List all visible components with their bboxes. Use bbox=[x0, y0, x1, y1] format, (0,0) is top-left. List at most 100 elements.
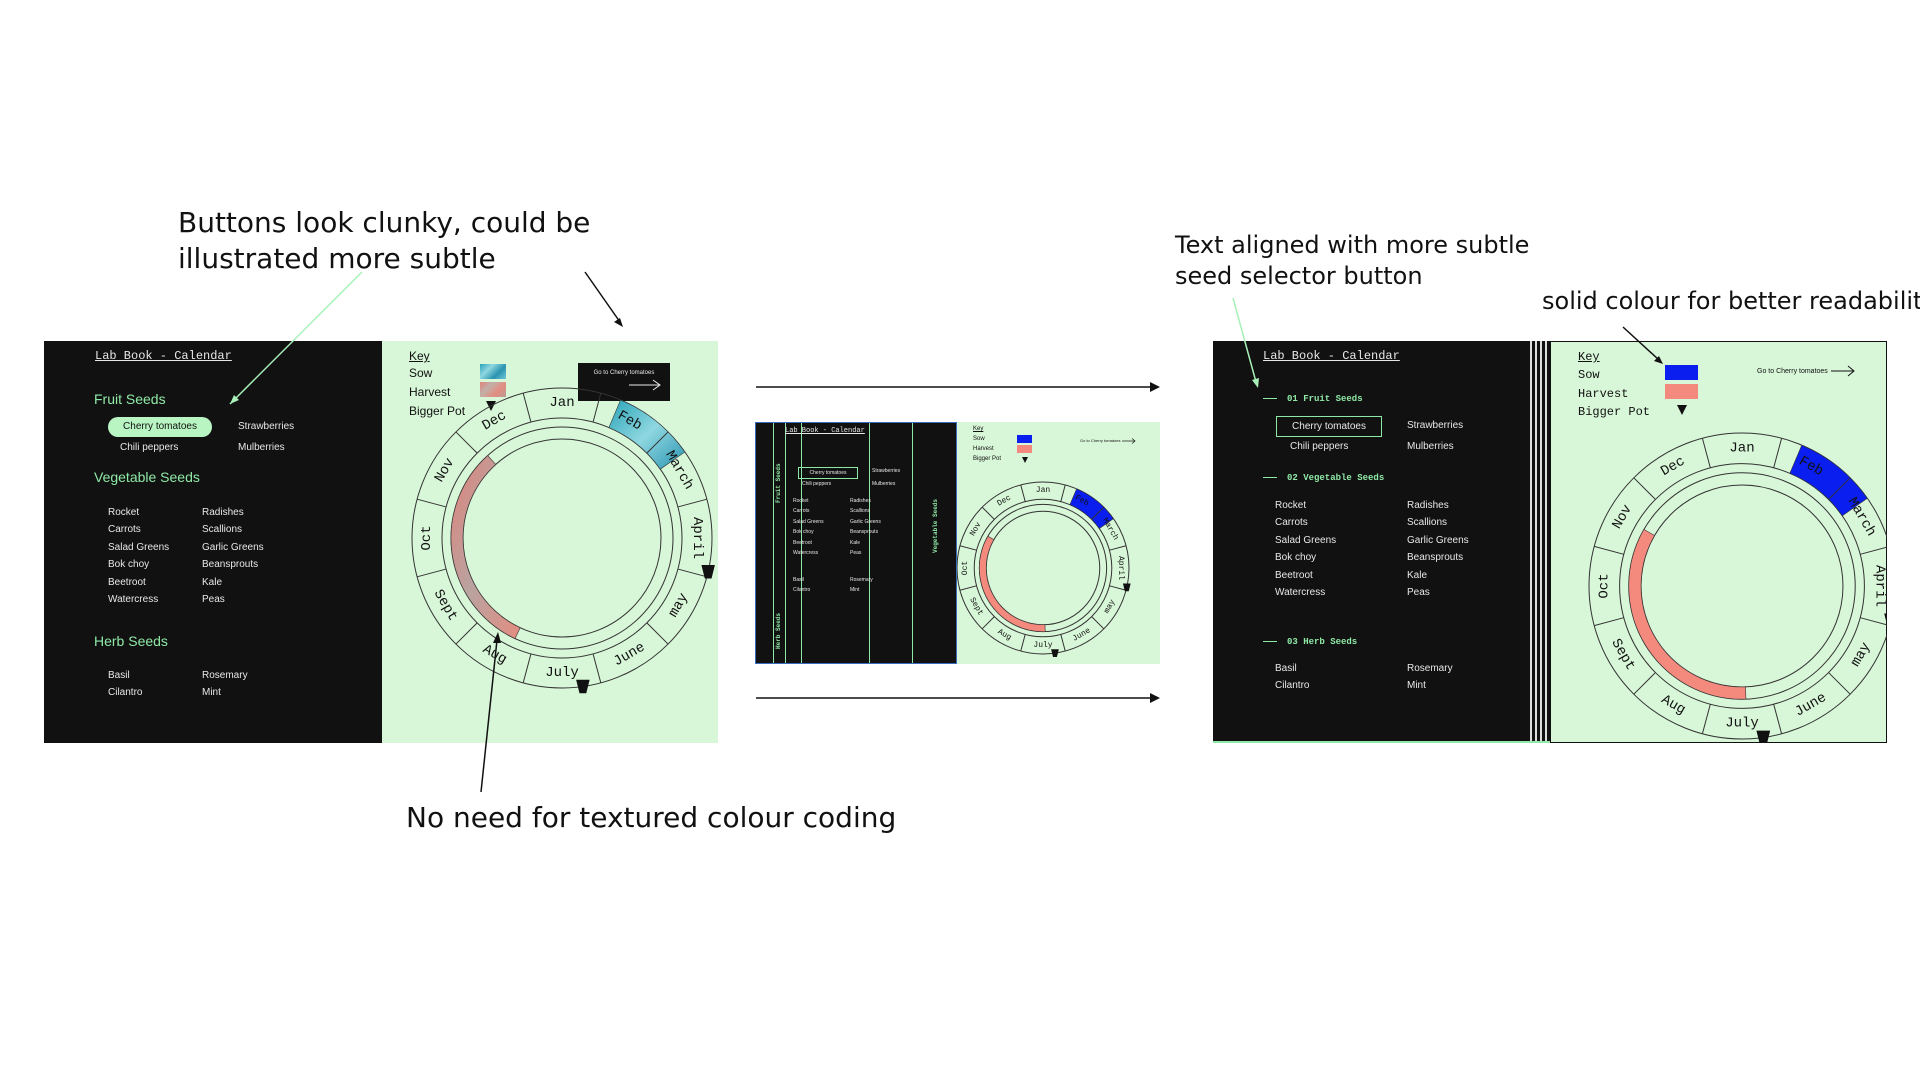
seed-button-strawberries[interactable]: Strawberries bbox=[872, 468, 901, 474]
pot-icon bbox=[1022, 457, 1028, 463]
goto-button[interactable]: Go to Cherry tomatoes bbox=[1080, 438, 1136, 444]
seed-button-cilantro[interactable]: Cilantro bbox=[793, 587, 811, 594]
month-label-march: March bbox=[661, 448, 696, 492]
pot-icon bbox=[1756, 730, 1771, 743]
seed-button-basil[interactable]: Basil bbox=[793, 577, 804, 583]
harvest-arc bbox=[450, 455, 521, 639]
arrow-right-icon bbox=[629, 379, 661, 391]
seed-button-rocket[interactable]: Rocket bbox=[793, 498, 809, 504]
seed-button-kale[interactable]: Kale bbox=[850, 539, 861, 546]
seed-button-bok-choy[interactable]: Bok choy bbox=[1275, 552, 1317, 564]
seed-button-radishes[interactable]: Radishes bbox=[202, 507, 244, 518]
seed-button-chili-peppers[interactable]: Chili peppers bbox=[802, 481, 832, 487]
seed-button-carrots[interactable]: Carrots bbox=[108, 524, 141, 536]
seed-button-beansprouts[interactable]: Beansprouts bbox=[1407, 552, 1464, 564]
annotation-solid-colour: solid colour for better readability bbox=[1542, 287, 1920, 315]
seed-button-bok-choy[interactable]: Bok choy bbox=[108, 559, 150, 571]
seed-button-garlic-greens[interactable]: Garlic Greens bbox=[202, 541, 264, 553]
month-label-aug: Aug bbox=[1658, 692, 1688, 718]
goto-button[interactable]: Go to Cherry tomatoes bbox=[1757, 365, 1856, 377]
seed-button-strawberries[interactable]: Strawberries bbox=[1407, 420, 1464, 431]
seed-button-mint[interactable]: Mint bbox=[850, 587, 860, 594]
seed-button-basil[interactable]: Basil bbox=[1275, 663, 1297, 674]
seed-button-beansprouts[interactable]: Beansprouts bbox=[850, 529, 879, 536]
month-label-nov: Nov bbox=[968, 521, 983, 538]
seed-button-kale[interactable]: Kale bbox=[1407, 569, 1428, 581]
seed-button-beetroot[interactable]: Beetroot bbox=[108, 576, 146, 588]
category-vegetable-seeds[interactable]: Vegetable Seeds bbox=[94, 469, 200, 485]
seed-button-scallions[interactable]: Scallions bbox=[1407, 517, 1448, 529]
seed-button-scallions[interactable]: Scallions bbox=[850, 508, 871, 515]
month-label-july: July bbox=[1033, 641, 1052, 650]
seed-button-garlic-greens[interactable]: Garlic Greens bbox=[850, 518, 881, 525]
category-herb-seeds[interactable]: Herb Seeds bbox=[94, 633, 168, 649]
seed-button-watercress[interactable]: Watercress bbox=[108, 594, 159, 605]
key-harvest-swatch bbox=[480, 382, 506, 397]
seed-button-strawberries[interactable]: Strawberries bbox=[238, 421, 295, 432]
seed-button-beansprouts[interactable]: Beansprouts bbox=[202, 559, 259, 571]
calendar-area: Key Sow Harvest Bigger Pot Go to Cherry … bbox=[957, 422, 1160, 664]
seed-button-chili-peppers[interactable]: Chili peppers bbox=[120, 442, 179, 453]
category-vegetable-seeds[interactable]: 02 Vegetable Seeds bbox=[1263, 473, 1384, 483]
month-label-nov: Nov bbox=[432, 456, 458, 486]
calendar-area: Key Sow Harvest Bigger Pot Go to Cherry … bbox=[1550, 341, 1887, 743]
seed-button-rosemary[interactable]: Rosemary bbox=[1407, 663, 1453, 674]
seed-button-chili-peppers[interactable]: Chili peppers bbox=[1290, 441, 1349, 452]
seed-button-peas[interactable]: Peas bbox=[1407, 587, 1430, 598]
pot-icon bbox=[1884, 613, 1887, 625]
seed-button-rocket[interactable]: Rocket bbox=[108, 507, 140, 518]
seed-button-mulberries[interactable]: Mulberries bbox=[872, 481, 896, 487]
goto-button[interactable]: Go to Cherry tomatoes bbox=[578, 363, 670, 401]
month-label-april: April bbox=[689, 517, 705, 559]
seed-button-peas[interactable]: Peas bbox=[850, 550, 862, 556]
month-label-aug: Aug bbox=[996, 628, 1013, 643]
seed-button-bok-choy[interactable]: Bok choy bbox=[793, 529, 814, 536]
seed-button-rosemary[interactable]: Rosemary bbox=[850, 577, 873, 583]
seed-button-peas[interactable]: Peas bbox=[202, 594, 225, 605]
seed-button-mint[interactable]: Mint bbox=[1407, 680, 1426, 692]
seed-button-carrots[interactable]: Carrots bbox=[1275, 517, 1308, 529]
category-herb-seeds[interactable]: Herb Seeds bbox=[775, 612, 782, 649]
seed-button-mulberries[interactable]: Mulberries bbox=[238, 442, 285, 453]
seed-button-beetroot[interactable]: Beetroot bbox=[1275, 569, 1313, 581]
seed-button-cherry-tomatoes[interactable]: Cherry tomatoes bbox=[108, 417, 212, 437]
seed-button-rosemary[interactable]: Rosemary bbox=[202, 670, 248, 681]
month-label-april: April bbox=[1872, 565, 1887, 607]
seed-button-basil[interactable]: Basil bbox=[108, 670, 130, 681]
seed-button-mulberries[interactable]: Mulberries bbox=[1407, 441, 1454, 452]
seed-button-rocket[interactable]: Rocket bbox=[1275, 500, 1307, 511]
seed-button-radishes[interactable]: Radishes bbox=[850, 498, 871, 504]
seed-button-cilantro[interactable]: Cilantro bbox=[1275, 680, 1310, 692]
category-herb-seeds[interactable]: 03 Herb Seeds bbox=[1263, 637, 1357, 647]
app-title: Lab Book - Calendar bbox=[785, 427, 865, 435]
key-title: Key bbox=[409, 349, 430, 363]
seed-button-beetroot[interactable]: Beetroot bbox=[793, 539, 812, 546]
seed-button-cherry-tomatoes[interactable]: Cherry tomatoes bbox=[798, 467, 858, 479]
seed-button-cherry-tomatoes[interactable]: Cherry tomatoes bbox=[1276, 416, 1382, 437]
month-label-april: April bbox=[1116, 556, 1125, 580]
seed-button-salad-greens[interactable]: Salad Greens bbox=[108, 541, 170, 553]
app-title: Lab Book - Calendar bbox=[1263, 349, 1400, 363]
seed-button-scallions[interactable]: Scallions bbox=[202, 524, 243, 536]
month-label-oct: Oct bbox=[419, 525, 435, 550]
seed-button-watercress[interactable]: Watercress bbox=[1275, 587, 1326, 598]
month-wheel: JanFebMarchAprilmayJuneJulyAugSeptOctNov… bbox=[411, 387, 715, 694]
seed-button-garlic-greens[interactable]: Garlic Greens bbox=[1407, 534, 1469, 546]
month-label-june: June bbox=[611, 640, 648, 671]
seed-button-salad-greens[interactable]: Salad Greens bbox=[1275, 534, 1337, 546]
seed-button-salad-greens[interactable]: Salad Greens bbox=[793, 518, 824, 525]
seed-button-kale[interactable]: Kale bbox=[202, 576, 223, 588]
key-sow-label: Sow bbox=[409, 366, 433, 380]
category-fruit-seeds[interactable]: Fruit Seeds bbox=[94, 391, 166, 407]
seed-button-watercress[interactable]: Watercress bbox=[793, 550, 819, 556]
seed-button-carrots[interactable]: Carrots bbox=[793, 508, 810, 515]
category-fruit-seeds[interactable]: 01 Fruit Seeds bbox=[1263, 394, 1363, 404]
key-harvest-swatch bbox=[1017, 445, 1032, 453]
key-title: Key bbox=[973, 426, 984, 432]
sow-arc bbox=[608, 399, 686, 470]
category-vegetable-seeds[interactable]: Vegetable Seeds bbox=[932, 498, 939, 553]
seed-button-mint[interactable]: Mint bbox=[202, 687, 221, 699]
seed-button-cilantro[interactable]: Cilantro bbox=[108, 687, 143, 699]
category-fruit-seeds[interactable]: Fruit Seeds bbox=[775, 463, 782, 503]
seed-button-radishes[interactable]: Radishes bbox=[1407, 500, 1449, 511]
